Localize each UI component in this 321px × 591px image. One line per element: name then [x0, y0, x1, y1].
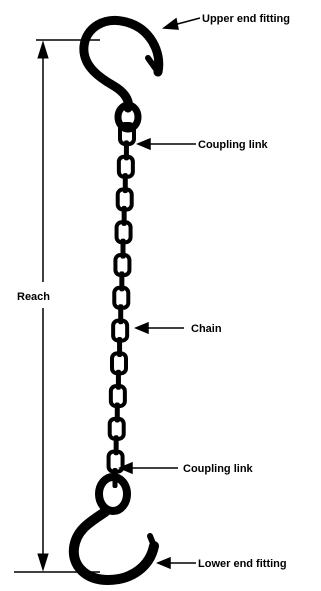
chain	[106, 122, 136, 488]
label-lower-end-fitting: Lower end fitting	[198, 558, 287, 570]
reach-dimension	[14, 39, 100, 573]
reach-arrow-bottom	[37, 553, 49, 572]
leader-coupling-link-lower	[118, 461, 178, 475]
reach-arrow-top	[37, 40, 49, 59]
lower-coupling-link	[95, 473, 131, 515]
leader-coupling-link-upper	[136, 137, 196, 151]
label-coupling-link-lower: Coupling link	[183, 463, 254, 475]
label-coupling-link-upper: Coupling link	[198, 139, 269, 151]
leader-lower-end-fitting	[156, 556, 196, 570]
lower-hook	[68, 507, 159, 585]
label-upper-end-fitting: Upper end fitting	[202, 13, 290, 25]
label-reach: Reach	[17, 291, 50, 303]
leader-upper-end-fitting	[161, 17, 201, 30]
leader-chain	[134, 321, 184, 335]
label-chain: Chain	[191, 323, 222, 335]
upper-coupling-link	[114, 101, 142, 133]
upper-hook	[79, 16, 164, 113]
